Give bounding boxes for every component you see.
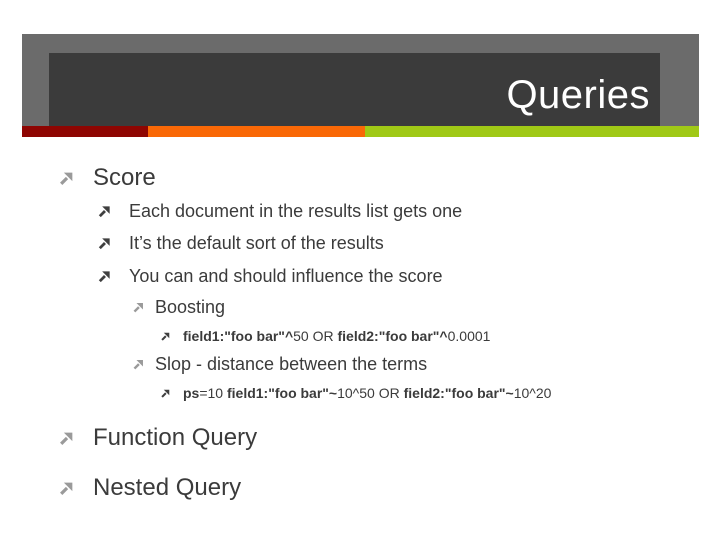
- accent-bars: [22, 126, 699, 137]
- bullet-item: Function Query: [58, 423, 257, 453]
- bullet-item: Score: [58, 163, 156, 193]
- bullet-item: field1:"foo bar"^50 OR field2:"foo bar"^…: [160, 328, 490, 346]
- accent-bar-orange: [148, 126, 365, 137]
- northeast-arrow-icon: [160, 388, 171, 399]
- bullet-item: Nested Query: [58, 473, 241, 503]
- bullet-text: field1:"foo bar"^50 OR field2:"foo bar"^…: [183, 328, 491, 344]
- northeast-arrow-icon: [97, 269, 112, 284]
- accent-bar-red: [22, 126, 148, 137]
- northeast-arrow-icon: [132, 301, 145, 314]
- bullet-text: Slop - distance between the terms: [155, 354, 428, 374]
- northeast-arrow-icon: [58, 480, 75, 497]
- bullet-item: It’s the default sort of the results: [97, 232, 384, 255]
- bullet-text: Score: [93, 164, 156, 191]
- bullet-text: ps=10 field1:"foo bar"~10^50 OR field2:"…: [183, 385, 552, 401]
- northeast-arrow-icon: [97, 236, 112, 251]
- bullet-item: Slop - distance between the terms: [132, 353, 427, 376]
- northeast-arrow-icon: [160, 331, 171, 342]
- bullet-text: Each document in the results list gets o…: [129, 201, 463, 221]
- bullet-item: You can and should influence the score: [97, 265, 443, 288]
- bullet-item: Each document in the results list gets o…: [97, 200, 462, 223]
- northeast-arrow-icon: [58, 170, 75, 187]
- bullet-item: Boosting: [132, 296, 225, 319]
- slide-title: Queries: [506, 73, 650, 117]
- northeast-arrow-icon: [58, 430, 75, 447]
- bullet-text: Function Query: [93, 424, 258, 451]
- bullet-item: ps=10 field1:"foo bar"~10^50 OR field2:"…: [160, 385, 551, 403]
- title-banner-outer: Queries: [22, 34, 699, 126]
- bullet-text: Boosting: [155, 297, 226, 317]
- title-banner: Queries: [49, 53, 660, 126]
- northeast-arrow-icon: [132, 358, 145, 371]
- bullet-text: Nested Query: [93, 474, 242, 501]
- bullet-text: It’s the default sort of the results: [129, 233, 384, 253]
- accent-bar-green: [365, 126, 699, 137]
- northeast-arrow-icon: [97, 204, 112, 219]
- bullet-text: You can and should influence the score: [129, 266, 443, 286]
